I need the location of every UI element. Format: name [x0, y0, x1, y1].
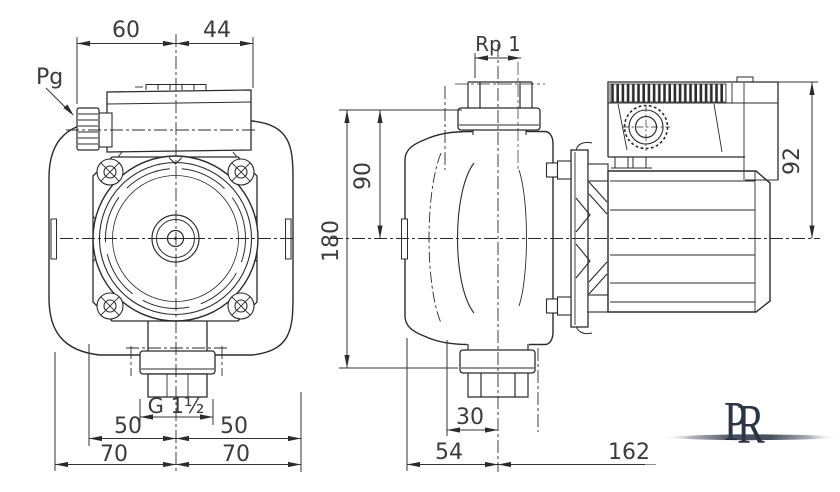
box-cooling-ribs — [609, 83, 727, 103]
side-view-centerlines — [330, 44, 820, 472]
box-top-tab — [736, 76, 754, 83]
front-view — [48, 84, 294, 398]
brand-logo: P R — [656, 390, 840, 472]
dim-90-label: 90 — [351, 162, 376, 190]
dimension-arrows — [55, 40, 301, 468]
dim-60-label: 60 — [112, 18, 140, 43]
volute-casing — [404, 130, 554, 346]
dimension-arrows — [344, 55, 815, 468]
terminal-box-front — [106, 89, 252, 153]
flange-bolts — [545, 160, 609, 316]
pg-label: Pg — [36, 65, 63, 90]
union-nut-front — [139, 350, 216, 375]
side-view-dimensions: Rp 1 90 180 92 30 54 162 — [319, 32, 818, 471]
logo-letter-r: R — [737, 392, 765, 455]
logo-letter-p: P — [724, 390, 747, 453]
front-view-centerlines — [60, 34, 296, 472]
dim-70-left-label: 70 — [100, 442, 128, 467]
dim-30-label: 30 — [456, 405, 484, 430]
pg-cable-gland — [76, 107, 100, 151]
dim-50-left-label: 50 — [114, 414, 142, 439]
front-view-dimensions: 60 44 Pg G 1½ 50 50 70 70 — [36, 18, 302, 472]
union-nut-bottom — [459, 349, 536, 374]
dim-162-label: 162 — [608, 440, 650, 465]
flange-hatching — [575, 181, 608, 295]
side-view — [401, 76, 779, 398]
dim-54-label: 54 — [435, 440, 463, 465]
dim-92-label: 92 — [780, 147, 805, 175]
union-nut-top — [457, 107, 541, 131]
motor-housing — [607, 170, 771, 313]
terminal-box-side — [607, 81, 779, 180]
dim-70-right-label: 70 — [222, 442, 250, 467]
box-feet — [611, 156, 652, 169]
pipe-thread-front — [147, 373, 208, 398]
dim-44-label: 44 — [203, 18, 231, 43]
top-pipe — [467, 81, 533, 108]
dim-180-label: 180 — [319, 220, 344, 262]
logo-swoosh — [659, 434, 838, 441]
dim-50-right-label: 50 — [220, 414, 248, 439]
flange-screws — [96, 158, 255, 320]
speed-selector-knob — [622, 104, 670, 151]
